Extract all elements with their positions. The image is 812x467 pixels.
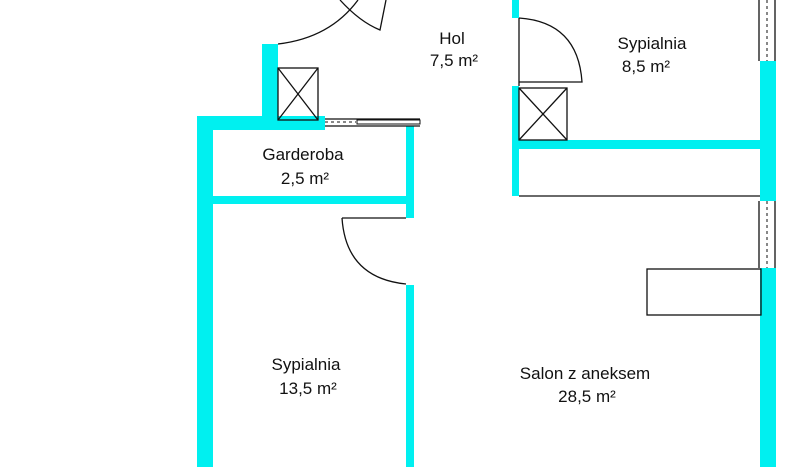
sliding-door-panel xyxy=(356,119,421,125)
wall-garderoba-bottom xyxy=(197,196,414,204)
kitchen-counter xyxy=(646,268,762,316)
wall-bedroom-bottom xyxy=(512,140,776,149)
wall-garderoba-top xyxy=(197,116,325,130)
room-garderoba: Garderoba 2,5 m² xyxy=(262,145,344,188)
wall-bedroom-right xyxy=(406,285,414,467)
shaft-right xyxy=(518,87,568,141)
room-area: 7,5 m² xyxy=(430,51,479,70)
room-area: 28,5 m² xyxy=(558,387,616,406)
room-name: Sypialnia xyxy=(272,355,342,374)
room-name: Sypialnia xyxy=(618,34,688,53)
room-hol: Hol 7,5 m² xyxy=(430,29,479,70)
wall-left-outer xyxy=(197,116,213,467)
room-sypialnia-large: Sypialnia 13,5 m² xyxy=(272,355,342,398)
room-area: 13,5 m² xyxy=(279,379,337,398)
wall-outer-right-2 xyxy=(760,268,776,467)
shaft-left xyxy=(277,67,319,121)
wall-hall-left xyxy=(262,44,278,130)
door-bedroom-small xyxy=(518,17,583,86)
outlines xyxy=(325,0,776,316)
wall-hall-right-top xyxy=(512,0,519,18)
room-sypialnia-small: Sypialnia 8,5 m² xyxy=(618,34,688,76)
room-name: Hol xyxy=(439,29,465,48)
wall-garderoba-right xyxy=(406,126,414,218)
door-entrance xyxy=(277,0,387,45)
walls xyxy=(197,0,776,467)
room-area: 8,5 m² xyxy=(622,57,671,76)
room-name: Salon z aneksem xyxy=(520,364,650,383)
door-bedroom-large xyxy=(341,217,407,285)
room-area: 2,5 m² xyxy=(281,169,330,188)
room-name: Garderoba xyxy=(262,145,344,164)
room-salon: Salon z aneksem 28,5 m² xyxy=(520,364,650,406)
wall-outer-right-1 xyxy=(760,61,776,201)
